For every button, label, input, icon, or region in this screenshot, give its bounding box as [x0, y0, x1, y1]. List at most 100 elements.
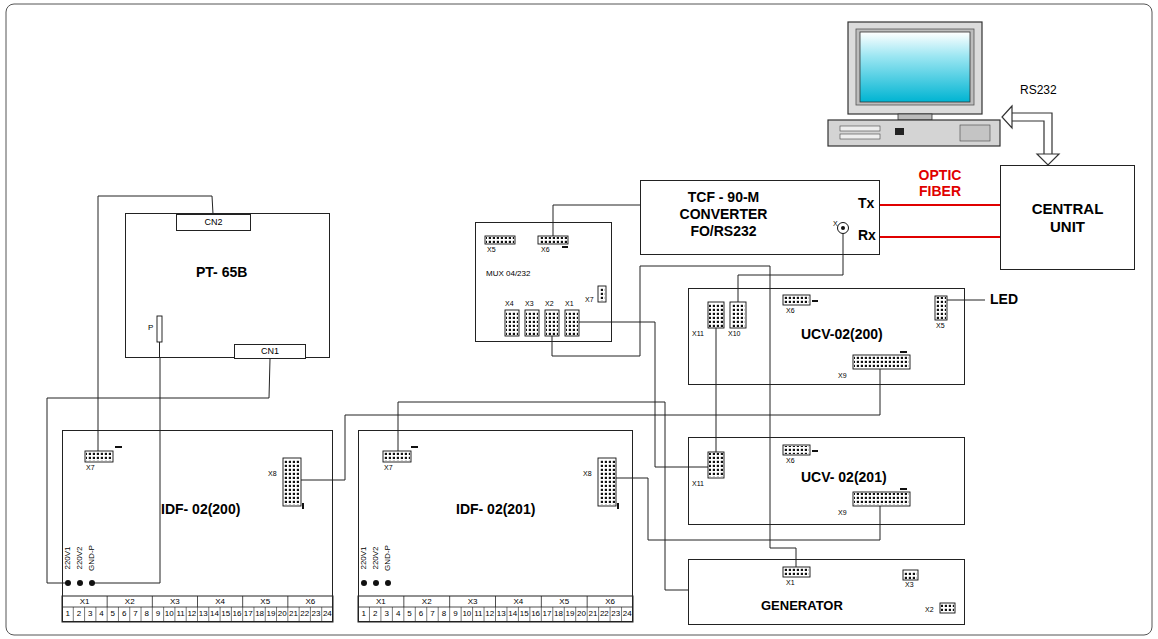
wire-stub: [880, 506, 881, 525]
terminal-cell: [575, 607, 576, 622]
polarity-mark: [562, 246, 568, 248]
connector-label: X9: [838, 372, 847, 379]
node-title: UCV-02(200): [801, 326, 883, 343]
pin-header-pins: [86, 452, 112, 461]
pin-header: [730, 302, 746, 328]
terminal-number: 13: [199, 610, 208, 618]
connector-label: X4: [505, 300, 514, 307]
node-title: MUX 04/232: [486, 269, 530, 279]
terminal-number: 22: [300, 610, 309, 618]
pin-header-pins: [284, 459, 300, 505]
port-label: Tx: [858, 196, 874, 210]
pin-header: [853, 355, 910, 369]
terminal-cell: [415, 607, 416, 622]
pin-header: [283, 458, 301, 506]
terminal-block-label: X3: [468, 598, 478, 606]
terminal-strip-rule: [242, 596, 243, 607]
terminal-strip-rule: [197, 596, 198, 607]
connector-label: X7: [384, 464, 393, 471]
pin-header-pins: [904, 571, 917, 579]
pin-header-pins: [709, 303, 723, 327]
wire-connector: [738, 255, 843, 288]
connector-label: X7: [585, 296, 594, 303]
terminal-cell: [287, 607, 288, 622]
node-title: UCV- 02(201): [801, 469, 887, 486]
terminal-number: 8: [144, 610, 148, 618]
terminal-cell: [220, 607, 221, 622]
wire-connector: [552, 266, 796, 559]
terminal-strip-rule: [107, 596, 108, 607]
node-title: TCF - 90-M CONVERTER FO/RS232: [661, 189, 786, 239]
terminal-label: 220V1: [64, 546, 72, 569]
terminal-cell: [369, 607, 370, 622]
terminal-cell: [621, 607, 622, 622]
terminal-number: 18: [255, 610, 264, 618]
monitor-frame: [848, 22, 982, 114]
terminal-cell: [529, 607, 530, 622]
pin-header: [783, 295, 810, 305]
terminal-cell: [84, 607, 85, 622]
terminal-cell: [95, 607, 96, 622]
terminal-cell: [495, 607, 496, 622]
monitor-bezel: [856, 29, 974, 105]
node-title: CN1: [261, 346, 279, 357]
terminal-cell: [265, 607, 266, 622]
polarity-mark: [812, 300, 818, 302]
connector-label: X3: [905, 581, 914, 588]
terminal-block-label: X1: [80, 598, 90, 606]
terminal-strip-rule: [587, 596, 588, 607]
terminal-number: 14: [508, 610, 517, 618]
terminal-number: 24: [323, 610, 332, 618]
terminal-number: 7: [133, 610, 137, 618]
terminal-cell: [118, 607, 119, 622]
pin-header-pins: [854, 493, 909, 505]
wire-stub: [579, 322, 612, 323]
terminal-cell: [73, 607, 74, 622]
connector-label: X6: [541, 246, 550, 253]
node-title: GENERATOR: [761, 598, 843, 614]
terminal-label: 220V1: [360, 546, 368, 569]
terminal-cell: [242, 607, 243, 622]
terminal-cell: [163, 607, 164, 622]
terminal-cell: [518, 607, 519, 622]
computer-icon: [828, 22, 1000, 146]
wire-connector: [333, 385, 880, 480]
terminal-cell: [449, 607, 450, 622]
wire-connector: [160, 358, 161, 430]
connector-label: X6: [786, 457, 795, 464]
terminal-dot: [89, 580, 95, 586]
pin-header: [538, 236, 568, 244]
pin-terminal: [157, 316, 162, 342]
terminal-cell: [141, 607, 142, 622]
pin-header: [85, 451, 113, 462]
terminal-strip-rule: [403, 596, 404, 607]
terminal-cell: [231, 607, 232, 622]
rs232-link-arrow: [1002, 106, 1059, 165]
pin-header: [383, 451, 411, 462]
terminal-cell: [610, 607, 611, 622]
terminal-cell: [299, 607, 300, 622]
terminal-number: 12: [187, 610, 196, 618]
idf-board: IDF- 02(201): [358, 430, 633, 622]
pin-header-pins: [709, 453, 723, 477]
terminal-number: 4: [396, 610, 400, 618]
terminal-cell: [253, 607, 254, 622]
connector-label: X11: [692, 480, 704, 487]
terminal-dot: [65, 580, 71, 586]
connector-label: X6: [786, 307, 795, 314]
terminal-cell: [186, 607, 187, 622]
terminal-cell: [506, 607, 507, 622]
pin-header: [708, 452, 724, 478]
drive-slot: [840, 134, 880, 139]
polarity-mark: [900, 351, 907, 353]
terminal-cell: [276, 607, 277, 622]
connector-label: X1: [786, 579, 795, 586]
terminal-number: 2: [77, 610, 81, 618]
connector-label: X11: [692, 330, 704, 337]
terminal-number: 10: [165, 610, 174, 618]
coax-pin: [841, 226, 845, 230]
terminal-label: 220V2: [372, 546, 380, 569]
terminal-number: 3: [88, 610, 92, 618]
